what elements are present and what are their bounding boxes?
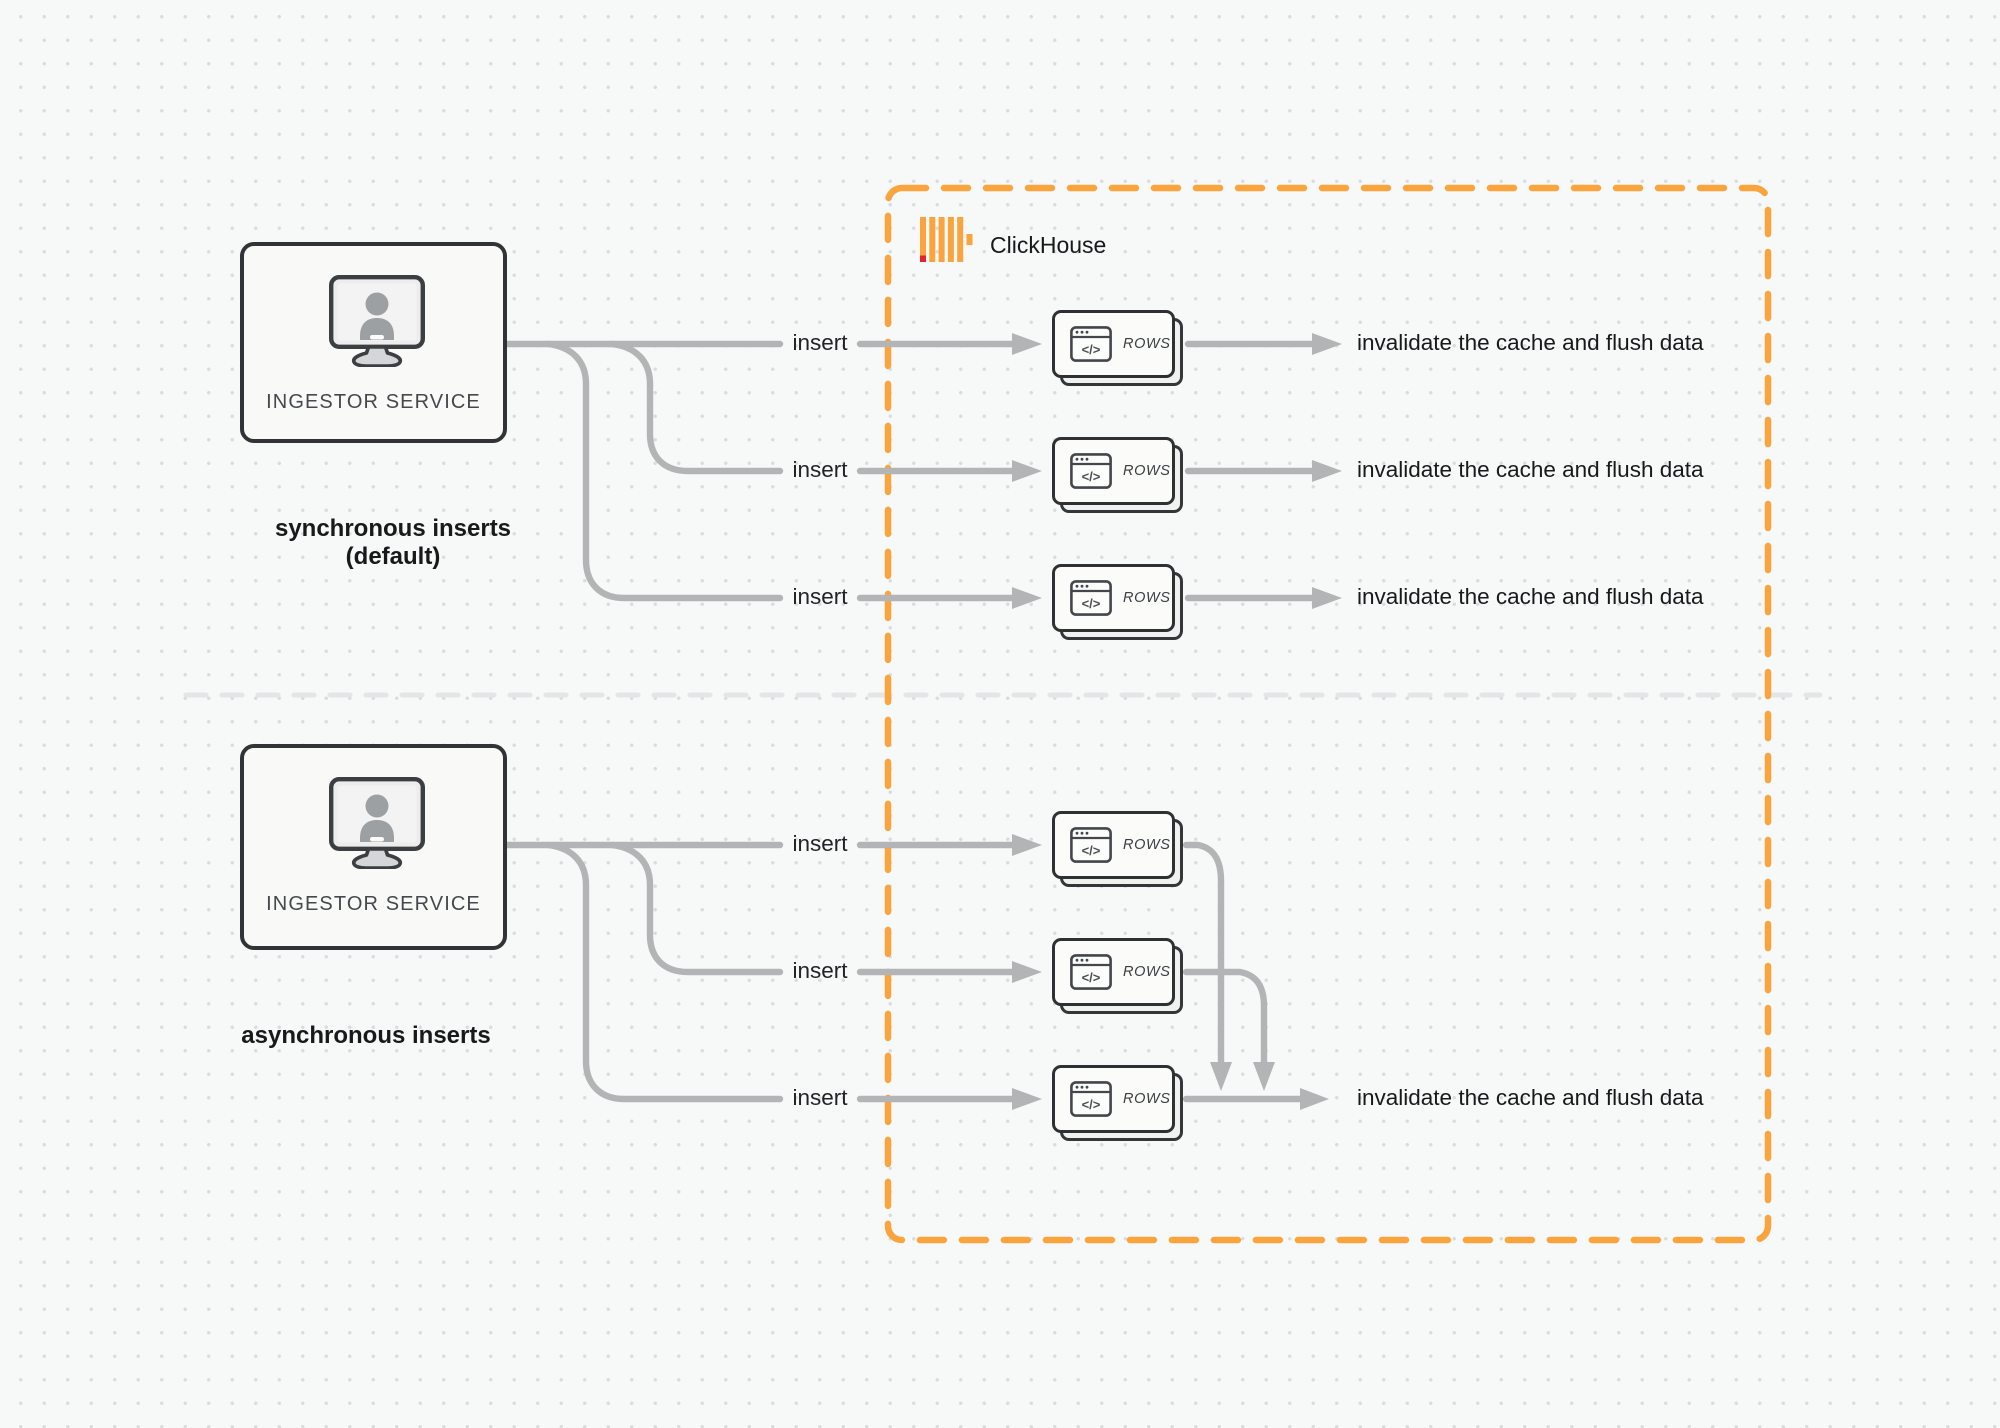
insert-label: insert xyxy=(792,329,848,355)
async-branch-row2 xyxy=(608,841,784,976)
arrowhead-down xyxy=(1210,1062,1232,1091)
monitor-user-icon xyxy=(329,777,425,869)
arrowhead xyxy=(1312,333,1342,355)
code-window-icon: </> xyxy=(1070,827,1112,863)
result-label: invalidate the cache and flush data xyxy=(1357,1084,1704,1110)
rows-card-label: ROWS xyxy=(1123,590,1171,606)
rows-card: </> ROWS xyxy=(1052,437,1183,513)
rows-card: </> ROWS xyxy=(1052,564,1183,640)
monitor-user-icon xyxy=(329,275,425,367)
svg-text:</>: </> xyxy=(1082,342,1101,357)
clickhouse-boundary-box xyxy=(884,184,1772,1244)
svg-text:</>: </> xyxy=(1082,469,1101,484)
arrowhead xyxy=(1012,460,1042,482)
rows-card: </> ROWS xyxy=(1052,310,1183,386)
async-arrowheads xyxy=(1012,834,1329,1110)
code-window-icon: </> xyxy=(1070,453,1112,489)
arrowhead xyxy=(1312,460,1342,482)
arrowhead xyxy=(1012,834,1042,856)
async-branch-row3 xyxy=(544,841,784,1103)
ingestor-service-box-async: INGESTOR SERVICE xyxy=(240,744,507,950)
rows-card-front: </> ROWS xyxy=(1052,564,1175,632)
rows-card-label: ROWS xyxy=(1123,837,1171,853)
rows-card: </> ROWS xyxy=(1052,1065,1183,1141)
svg-text:</>: </> xyxy=(1082,970,1101,985)
rows-card-front: </> ROWS xyxy=(1052,437,1175,505)
code-window-icon: </> xyxy=(1070,954,1112,990)
result-label: invalidate the cache and flush data xyxy=(1357,329,1704,355)
result-label: invalidate the cache and flush data xyxy=(1357,456,1704,482)
arrowhead xyxy=(1012,961,1042,983)
rows-card-label: ROWS xyxy=(1123,336,1171,352)
sync-connectors xyxy=(504,340,1316,602)
arrowhead xyxy=(1312,587,1342,609)
code-window-icon: </> xyxy=(1070,326,1112,362)
arrowhead xyxy=(1012,333,1042,355)
sync-caption: synchronous inserts (default) xyxy=(274,515,512,570)
ingestor-service-box-sync: INGESTOR SERVICE xyxy=(240,242,507,443)
sync-branch-row3 xyxy=(544,340,784,602)
insert-label: insert xyxy=(792,1084,848,1110)
rows-card-label: ROWS xyxy=(1123,964,1171,980)
svg-text:</>: </> xyxy=(1082,596,1101,611)
rows-card-front: </> ROWS xyxy=(1052,811,1175,879)
code-window-icon: </> xyxy=(1070,1081,1112,1117)
async-converge-1 xyxy=(1182,841,1225,1066)
arrowhead xyxy=(1012,587,1042,609)
arrowhead xyxy=(1012,1088,1042,1110)
async-connectors xyxy=(504,841,1304,1103)
rows-card-front: </> ROWS xyxy=(1052,938,1175,1006)
async-converge-2 xyxy=(1182,968,1268,1066)
rows-card-label: ROWS xyxy=(1123,1091,1171,1107)
insert-label: insert xyxy=(792,456,848,482)
rows-card-label: ROWS xyxy=(1123,463,1171,479)
sync-branch-row2 xyxy=(608,340,784,475)
sync-arrowheads xyxy=(1012,333,1342,609)
insert-label: insert xyxy=(792,583,848,609)
svg-text:</>: </> xyxy=(1082,1097,1101,1112)
arrowhead xyxy=(1300,1088,1329,1110)
result-label: invalidate the cache and flush data xyxy=(1357,583,1704,609)
svg-text:</>: </> xyxy=(1082,843,1101,858)
rows-card: </> ROWS xyxy=(1052,811,1183,887)
insert-label: insert xyxy=(792,957,848,983)
rows-card: </> ROWS xyxy=(1052,938,1183,1014)
code-window-icon: </> xyxy=(1070,580,1112,616)
rows-card-front: </> ROWS xyxy=(1052,1065,1175,1133)
service-label: INGESTOR SERVICE xyxy=(266,391,481,413)
rows-card-front: </> ROWS xyxy=(1052,310,1175,378)
arrowhead-down xyxy=(1253,1062,1275,1091)
async-caption: asynchronous inserts xyxy=(241,1022,491,1049)
clickhouse-logo-icon xyxy=(920,217,973,262)
clickhouse-title: ClickHouse xyxy=(990,232,1107,258)
service-label: INGESTOR SERVICE xyxy=(266,893,481,915)
insert-label: insert xyxy=(792,830,848,856)
